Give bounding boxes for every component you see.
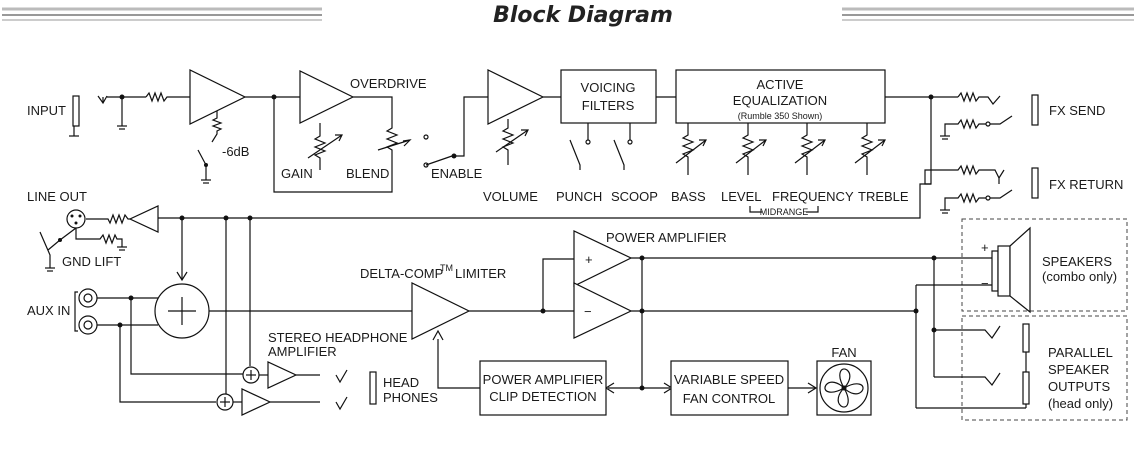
parallel-outputs-group <box>961 315 1128 421</box>
hp-amp-left <box>267 361 298 389</box>
level-pot <box>735 123 767 175</box>
delta-comp-label: DELTA-COMP <box>360 266 443 281</box>
headphones-label-2: PHONES <box>383 390 438 405</box>
clip-label-2: CLIP DETECTION <box>489 389 596 404</box>
treble-pot <box>854 123 886 175</box>
clean-path-wire <box>273 97 393 193</box>
treble-label: TREBLE <box>858 189 909 204</box>
hp-amp-label-2: AMPLIFIER <box>268 344 337 359</box>
speakers-label-2: (combo only) <box>1042 269 1117 284</box>
parallel-label-4: (head only) <box>1048 396 1113 411</box>
fx-return-jack <box>1031 167 1039 199</box>
eq-label-2: EQUALIZATION <box>733 93 827 108</box>
voicing-label-1: VOICING <box>581 80 636 95</box>
bass-pot <box>675 123 707 175</box>
hp-amp-label-1: STEREO HEADPHONE <box>268 330 408 345</box>
speakers-label-1: SPEAKERS <box>1042 254 1112 269</box>
power-amp-label: POWER AMPLIFIER <box>606 230 727 245</box>
input-jack <box>69 94 146 137</box>
fx-return-label: FX RETURN <box>1049 177 1123 192</box>
scoop-switch <box>613 139 625 170</box>
gnd-lift-label: GND LIFT <box>62 254 121 269</box>
parallel-label-1: PARALLEL <box>1048 345 1113 360</box>
gnd-lift-switch <box>39 227 77 268</box>
input-resistor <box>145 91 190 103</box>
fx-return-path <box>924 97 1005 185</box>
minus6db-pad <box>211 111 223 143</box>
level-label: LEVEL <box>721 189 761 204</box>
fx-send-jack <box>1031 94 1039 126</box>
enable-switch <box>454 96 488 157</box>
aux-in-label: AUX IN <box>27 303 70 318</box>
power-amp-plus: + <box>585 252 593 267</box>
line-out-resistor <box>86 213 130 225</box>
header-rules <box>2 7 1134 21</box>
return-bus <box>158 183 931 219</box>
voicing-label-2: FILTERS <box>582 98 635 113</box>
overdrive-label: OVERDRIVE <box>350 76 427 91</box>
voicing-filters-box <box>560 69 657 124</box>
parallel-jack-1 <box>1022 323 1030 353</box>
gain-label: GAIN <box>281 166 313 181</box>
clip-feedback-line <box>437 339 480 389</box>
preamp-triangle <box>189 69 247 125</box>
midrange-label: MIDRANGE <box>760 207 809 217</box>
punch-label: PUNCH <box>556 189 602 204</box>
input-label: INPUT <box>27 103 66 118</box>
line-out-buffer <box>128 205 159 233</box>
speaker-icon <box>991 226 1031 314</box>
enable-label: ENABLE <box>431 166 483 181</box>
frequency-label: FREQUENCY <box>772 189 854 204</box>
clip-detection-box <box>479 360 607 416</box>
gain-pot <box>313 123 327 170</box>
line-out-label: LINE OUT <box>27 189 87 204</box>
delta-comp-limiter <box>411 282 471 340</box>
scoop-label: SCOOP <box>611 189 658 204</box>
eq-label-1: ACTIVE <box>757 77 804 92</box>
frequency-pot <box>794 123 826 175</box>
hp-amp-right <box>241 388 272 416</box>
bass-label: BASS <box>671 189 706 204</box>
parallel-jack-2 <box>1022 371 1030 405</box>
fan-label: FAN <box>831 345 856 360</box>
eq-label-3: (Rumble 350 Shown) <box>738 111 823 121</box>
parallel-label-2: SPEAKER <box>1048 362 1109 377</box>
parallel-out-switch-1 <box>934 325 1001 339</box>
volume-amp <box>487 69 545 125</box>
page-title: Block Diagram <box>493 3 673 28</box>
headphone-jack <box>369 371 377 405</box>
fx-send-resistor <box>957 91 1001 105</box>
power-amp-minus: − <box>584 304 592 319</box>
overdrive-triangle <box>299 70 355 124</box>
power-amp-positive <box>573 230 633 287</box>
fan-control-box <box>670 360 789 416</box>
minus6db-label: -6dB <box>222 144 249 159</box>
volume-label: VOLUME <box>483 189 538 204</box>
blend-label: BLEND <box>346 166 389 181</box>
speaker-minus: − <box>981 276 989 291</box>
limiter-label: LIMITER <box>455 266 506 281</box>
fan-ctrl-label-1: VARIABLE SPEED <box>674 372 784 387</box>
volume-pot <box>501 119 515 165</box>
xlr-jack <box>66 209 86 229</box>
blend-pot <box>353 96 399 165</box>
midrange-bracket <box>749 206 819 213</box>
speaker-plus: + <box>981 240 989 255</box>
power-amp-negative <box>573 282 633 339</box>
clip-label-1: POWER AMPLIFIER <box>483 372 604 387</box>
parallel-label-3: OUTPUTS <box>1048 379 1110 394</box>
trademark-label: TM <box>440 263 453 273</box>
parallel-out-switch-2 <box>934 372 1001 386</box>
speakers-combo-group <box>961 218 1128 312</box>
headphones-label-1: HEAD <box>383 375 419 390</box>
fan-ctrl-label-2: FAN CONTROL <box>683 391 775 406</box>
fx-send-label: FX SEND <box>1049 103 1105 118</box>
punch-switch <box>569 139 581 170</box>
